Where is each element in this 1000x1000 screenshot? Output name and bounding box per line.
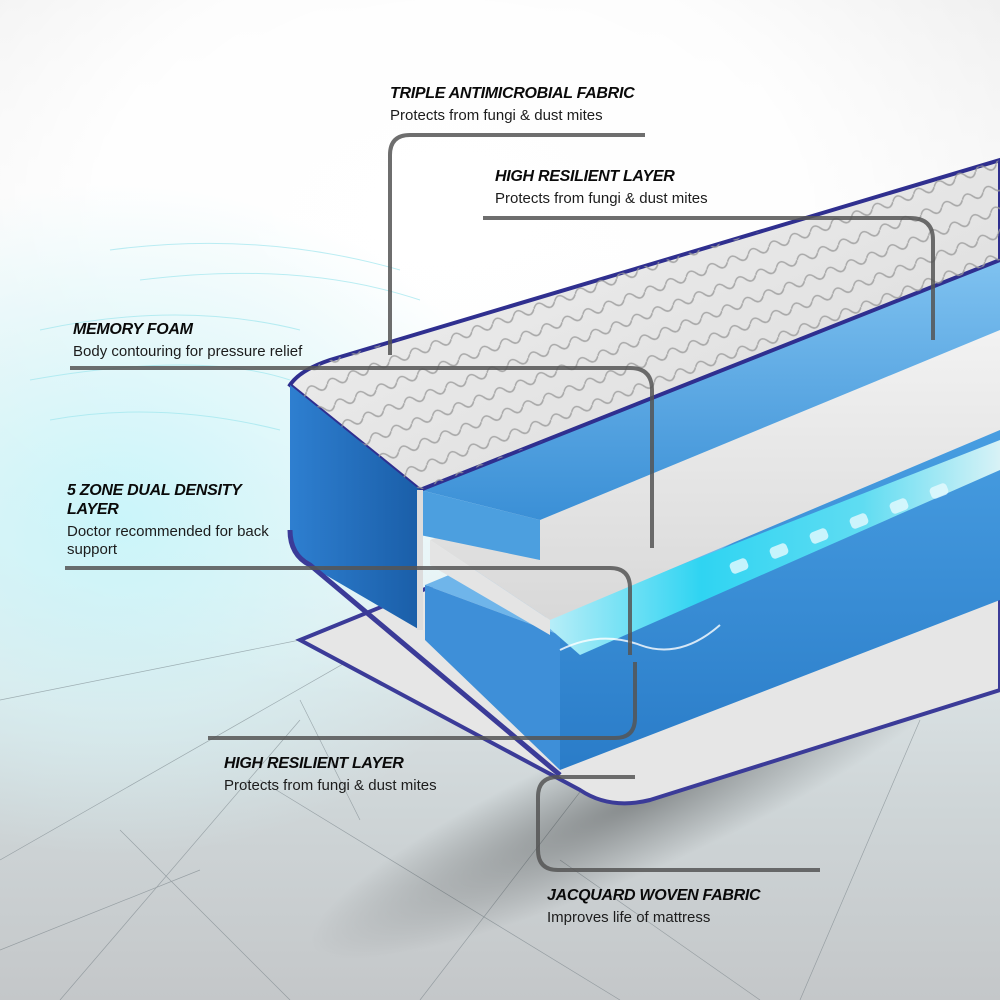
leader-triple [388, 133, 645, 355]
hr-foam-top [420, 260, 1000, 520]
label-memory-foam: MEMORY FOAM Body contouring for pressure… [73, 320, 302, 361]
leader-hr-top [483, 216, 935, 340]
label-description: Protects from fungi & dust mites [495, 190, 708, 207]
label-description: Protects from fungi & dust mites [390, 107, 603, 124]
hr-foam-top-front [420, 490, 540, 560]
leader-memory [70, 366, 654, 548]
label-description: Improves life of mattress [547, 909, 711, 926]
hr-foam-bottom-front [425, 585, 560, 770]
label-title: JACQUARD WOVEN FABRIC [547, 887, 761, 904]
label-title: HIGH RESILIENT LAYER [224, 755, 404, 772]
label-5-zone-dual-density-layer: 5 ZONE DUAL DENSITY LAYER Doctor recomme… [67, 481, 287, 559]
label-description: Protects from fungi & dust mites [224, 777, 437, 794]
label-description: Body contouring for pressure relief [73, 343, 303, 360]
label-description: Doctor recommended for back support [67, 523, 269, 558]
label-title: MEMORY FOAM [73, 321, 193, 338]
label-triple-antimicrobial-fabric: TRIPLE ANTIMICROBIAL FABRIC Protects fro… [390, 84, 635, 125]
leader-zone [65, 566, 632, 655]
label-title: HIGH RESILIENT LAYER [495, 168, 675, 185]
label-jacquard-woven-fabric: JACQUARD WOVEN FABRIC Improves life of m… [547, 886, 761, 927]
leader-lines [65, 133, 935, 872]
gel-zone-layer [540, 440, 1000, 655]
leader-hr-bottom [208, 662, 637, 740]
label-high-resilient-layer-top: HIGH RESILIENT LAYER Protects from fungi… [495, 167, 708, 208]
leader-jacquard [536, 775, 820, 872]
label-title: 5 ZONE DUAL DENSITY LAYER [67, 482, 242, 518]
label-title: TRIPLE ANTIMICROBIAL FABRIC [390, 85, 635, 102]
memory-foam-front [430, 540, 550, 635]
label-high-resilient-layer-bottom: HIGH RESILIENT LAYER Protects from fungi… [224, 754, 437, 795]
